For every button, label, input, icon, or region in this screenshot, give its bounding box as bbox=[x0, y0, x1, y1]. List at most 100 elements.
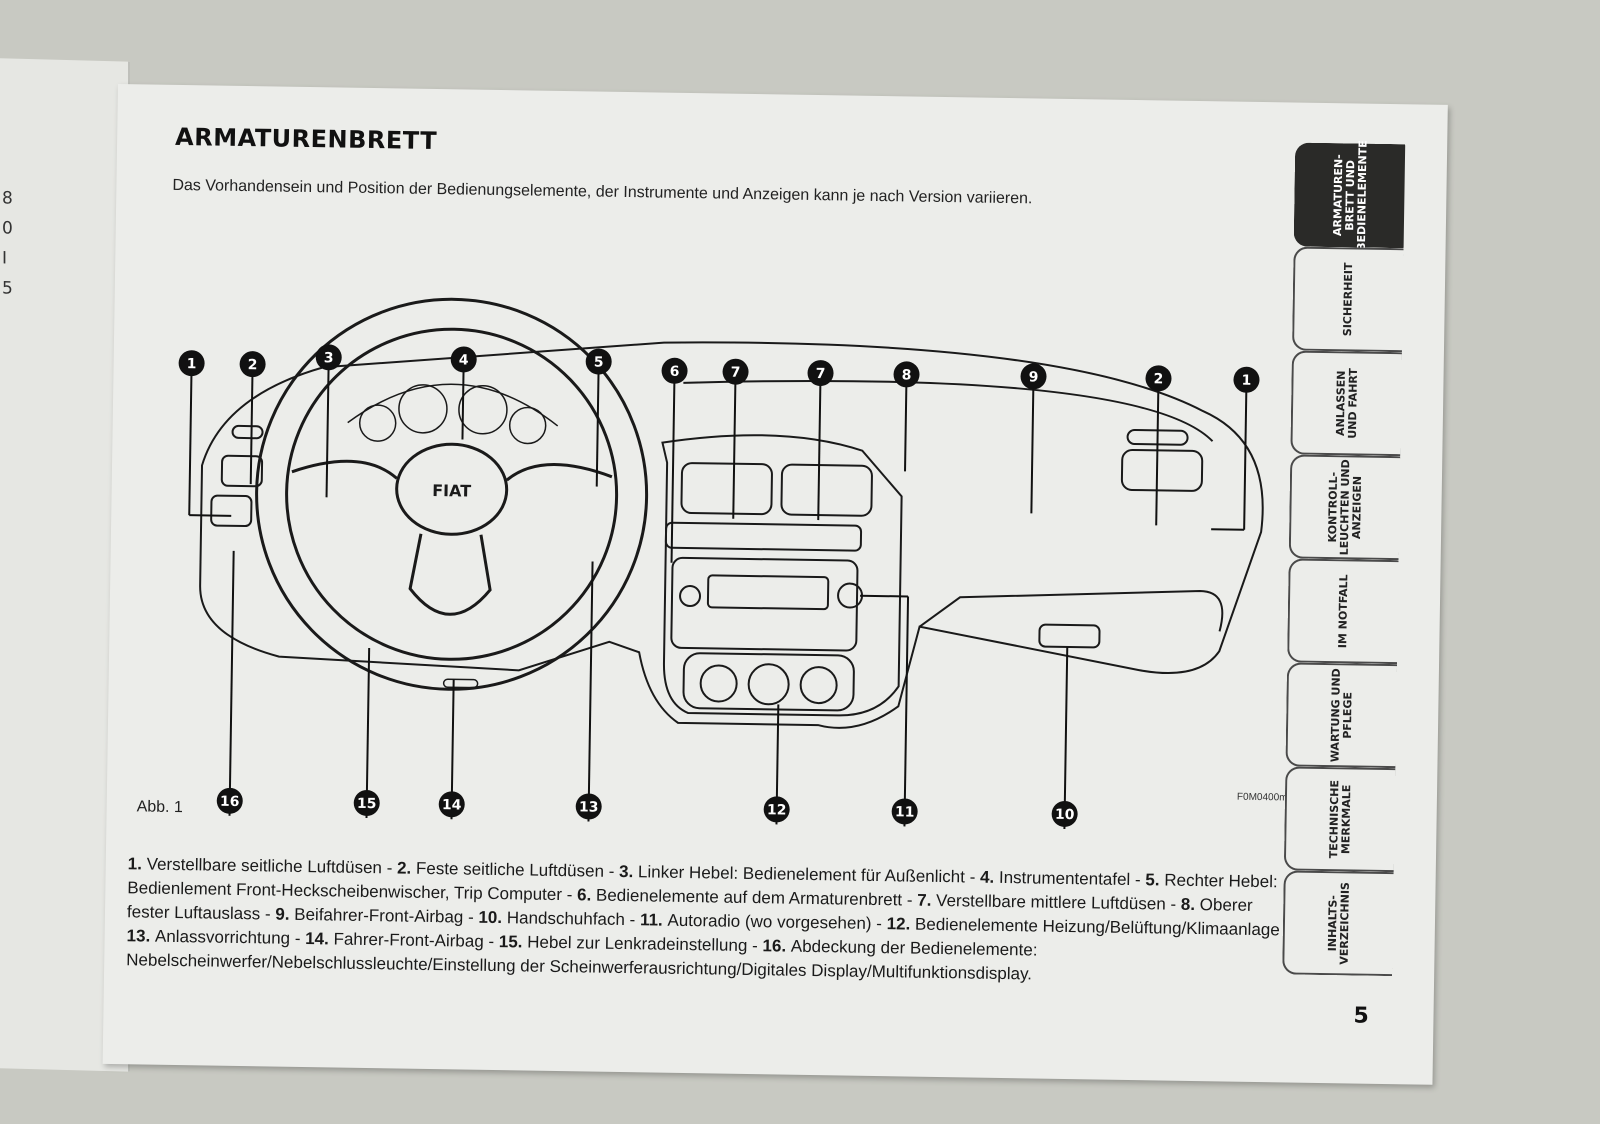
page-subtitle: Das Vorhandensein und Position der Bedie… bbox=[172, 176, 1033, 208]
svg-text:11: 11 bbox=[895, 804, 915, 820]
callout-marker: 1 bbox=[178, 350, 205, 377]
legend-text: Handschuhfach - bbox=[506, 908, 641, 930]
svg-text:4: 4 bbox=[459, 352, 469, 368]
callout-marker: 15 bbox=[353, 789, 380, 816]
svg-text:7: 7 bbox=[816, 366, 826, 382]
dashboard-diagram: FIAT bbox=[178, 297, 1264, 829]
callout-marker: 8 bbox=[893, 361, 920, 388]
callout-marker: 11 bbox=[891, 798, 918, 825]
callout-marker: 4 bbox=[450, 346, 477, 373]
tab-im-notfall[interactable]: IM NOTFALL bbox=[1287, 558, 1399, 665]
tab-label-line: BEDIENELEMENTE bbox=[1354, 140, 1370, 251]
svg-text:16: 16 bbox=[220, 794, 240, 810]
svg-text:14: 14 bbox=[442, 797, 462, 813]
tab-label: SICHERHEIT bbox=[1341, 262, 1356, 337]
left-edge-number: 0 bbox=[2, 218, 13, 239]
left-edge-number: I bbox=[2, 248, 8, 269]
legend-number: 15. bbox=[498, 932, 528, 952]
figure-label: Abb. 1 bbox=[136, 798, 184, 817]
callout-marker: 9 bbox=[1020, 363, 1047, 390]
left-edge-number: 8 bbox=[2, 188, 13, 209]
legend-number: 4. bbox=[979, 867, 1000, 887]
legend-number: 11. bbox=[639, 910, 668, 930]
svg-text:3: 3 bbox=[324, 350, 334, 366]
callout-marker: 7 bbox=[807, 360, 834, 387]
svg-text:1: 1 bbox=[1241, 373, 1251, 389]
svg-text:8: 8 bbox=[902, 367, 912, 383]
callout-marker: 14 bbox=[438, 791, 465, 818]
legend-text: Beifahrer-Front-Airbag - bbox=[294, 904, 479, 927]
legend-number: 9. bbox=[275, 904, 295, 924]
legend-number: 12. bbox=[886, 914, 916, 934]
svg-text:6: 6 bbox=[670, 364, 680, 380]
svg-text:5: 5 bbox=[594, 355, 604, 371]
legend-number: 10. bbox=[478, 907, 507, 928]
tab-label: INHALTS-VERZEICHNIS bbox=[1326, 881, 1352, 965]
legend-text: Verstellbare seitliche Luftdüsen - bbox=[146, 854, 398, 878]
legend-text: Autoradio (wo vorgesehen) - bbox=[667, 910, 887, 934]
svg-text:2: 2 bbox=[248, 357, 258, 373]
legend-number: 16. bbox=[762, 936, 792, 956]
callout-marker: 12 bbox=[763, 796, 790, 823]
callout-marker: 13 bbox=[575, 793, 602, 820]
svg-text:12: 12 bbox=[767, 802, 787, 818]
svg-text:10: 10 bbox=[1055, 807, 1075, 823]
page-title: ARMATURENBRETT bbox=[174, 122, 438, 156]
svg-text:13: 13 bbox=[579, 799, 599, 815]
tab-sicherheit[interactable]: SICHERHEIT bbox=[1291, 246, 1404, 353]
svg-text:15: 15 bbox=[357, 796, 377, 812]
legend-text: Hebel zur Lenkradeinstellung - bbox=[527, 932, 763, 956]
callout-marker: 5 bbox=[585, 348, 612, 375]
legend-text: Linker Hebel: Bedienelement für Außenlic… bbox=[637, 862, 981, 887]
legend-text: Verstellbare mittlere Luftdüsen - bbox=[935, 890, 1181, 914]
callout-marker: 10 bbox=[1051, 800, 1078, 827]
legend-text: Fahrer-Front-Airbag - bbox=[333, 929, 500, 952]
tab-inhaltsverzeichnis[interactable]: INHALTS-VERZEICHNIS bbox=[1282, 870, 1394, 977]
tab-label-line: UND FAHRT bbox=[1345, 368, 1360, 439]
legend-text: Bedienelemente Heizung/Belüftung/Klimaan… bbox=[914, 914, 1291, 940]
legend-number: 7. bbox=[917, 890, 937, 910]
legend-number: 3. bbox=[618, 861, 639, 882]
legend-number: 2. bbox=[396, 858, 417, 878]
manual-page: ARMATURENBRETT Das Vorhandensein und Pos… bbox=[102, 84, 1448, 1085]
legend-text: Instrumententafel - bbox=[998, 867, 1146, 890]
legend-text: Anlassvorrichtung - bbox=[154, 926, 306, 949]
legend-number: 13. bbox=[126, 926, 156, 946]
fiat-logo: FIAT bbox=[432, 481, 471, 501]
callout-marker: 1 bbox=[1233, 366, 1260, 393]
callouts-top: 1 2 3 4 5 6 7 7 8 9 2 1 bbox=[178, 344, 1260, 393]
callout-marker: 3 bbox=[315, 344, 342, 371]
legend-text: Feste seitliche Luftdüsen - bbox=[415, 858, 620, 881]
tab-label-line: IM NOTFALL bbox=[1336, 574, 1351, 649]
legend-number: 5. bbox=[1145, 870, 1165, 890]
tab-label-line: VERZEICHNIS bbox=[1337, 881, 1352, 965]
dashboard-outline bbox=[199, 341, 1264, 729]
legend-number: 14. bbox=[305, 929, 334, 949]
legend-number: 1. bbox=[127, 854, 147, 874]
svg-text:2: 2 bbox=[1153, 371, 1163, 387]
callouts-bottom: 16 15 14 13 12 11 10 bbox=[216, 787, 1078, 827]
legend-number: 6. bbox=[576, 885, 597, 905]
leader-lines bbox=[188, 367, 1248, 829]
svg-text:1: 1 bbox=[187, 356, 197, 372]
tab-label-line: MERKMALE bbox=[1339, 784, 1354, 855]
callout-marker: 2 bbox=[1145, 365, 1172, 392]
instrument-cluster bbox=[347, 383, 559, 445]
figure-code: F0M0400m bbox=[1236, 791, 1288, 804]
svg-text:9: 9 bbox=[1029, 369, 1039, 385]
tab-label-line: ANZEIGEN bbox=[1350, 475, 1364, 540]
left-edge-number: 5 bbox=[2, 278, 13, 299]
tab-label-line: SICHERHEIT bbox=[1341, 262, 1356, 337]
svg-text:7: 7 bbox=[731, 365, 741, 381]
callout-marker: 2 bbox=[239, 351, 266, 378]
